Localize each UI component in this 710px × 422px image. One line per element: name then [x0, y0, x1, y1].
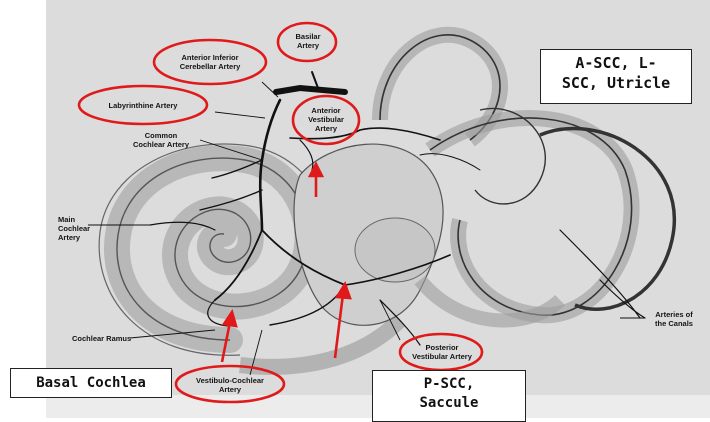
- label-vestibulo-cochlear-artery: Vestibulo-Cochlear Artery: [178, 376, 282, 394]
- label-posterior-vestibular-artery: Posterior Vestibular Artery: [402, 343, 482, 361]
- basilar-vessel: [276, 88, 345, 92]
- label-labyrinthine-artery: Labyrinthine Artery: [82, 101, 204, 110]
- label-cochlear-ramus: Cochlear Ramus: [72, 334, 152, 343]
- box-p-scc-text: P-SCC, Saccule: [373, 375, 525, 413]
- box-basal-cochlea: Basal Cochlea: [10, 368, 172, 398]
- box-p-scc-saccule: P-SCC, Saccule: [372, 370, 526, 422]
- label-aica: Anterior Inferior Cerebellar Artery: [158, 53, 262, 71]
- label-anterior-vestibular-artery: Anterior Vestibular Artery: [296, 106, 356, 133]
- box-a-scc-text: A-SCC, L- SCC, Utricle: [541, 53, 691, 93]
- box-basal-cochlea-text: Basal Cochlea: [11, 369, 171, 397]
- label-main-cochlear-artery: Main Cochlear Artery: [58, 215, 98, 242]
- label-common-cochlear-artery: Common Cochlear Artery: [118, 131, 204, 149]
- label-basilar-artery: Basilar Artery: [286, 32, 330, 50]
- box-a-scc-l-scc-utricle: A-SCC, L- SCC, Utricle: [540, 49, 692, 104]
- label-arteries-of-canals: Arteries of the Canals: [644, 310, 704, 328]
